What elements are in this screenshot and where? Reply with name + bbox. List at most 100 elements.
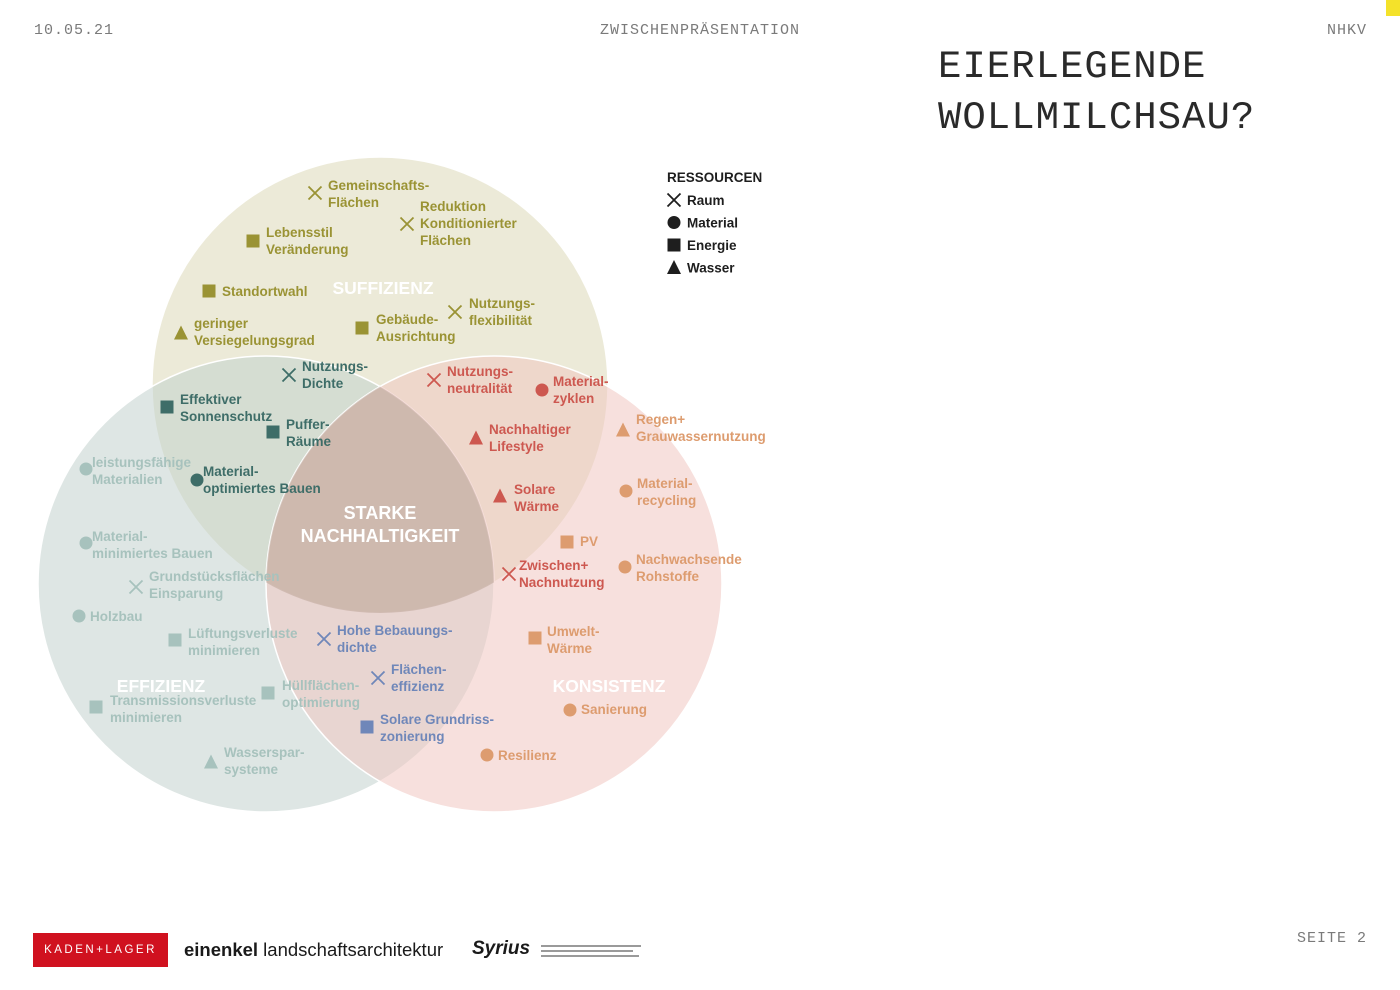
center-label-line-1: STARKE — [344, 503, 417, 523]
diagram-item-label: Ausrichtung — [376, 329, 456, 344]
diagram-item: Hüllflächen-optimierung — [261, 678, 360, 710]
diagram-item-label: Nachhaltiger — [489, 422, 572, 437]
wasser-triangle-icon — [204, 754, 218, 769]
center-label-line-2: NACHHALTIGKEIT — [301, 526, 460, 546]
diagram-item-label: flexibilität — [469, 313, 533, 328]
page-title-line-1: EIERLEGENDE — [938, 45, 1207, 89]
diagram-item-label: Flächen — [420, 233, 471, 248]
header-date: 10.05.21 — [34, 22, 115, 39]
legend-item-label: Raum — [687, 193, 725, 208]
legend-title: RESSOURCEN — [667, 170, 762, 185]
raum-cross-icon — [426, 372, 442, 388]
diagram-item: Hohe Bebauungs-dichte — [316, 623, 453, 655]
circle-label-suffizienz: SUFFIZIENZ — [332, 278, 433, 298]
diagram-item-label: Nachnutzung — [519, 575, 605, 590]
diagram-item-label: leistungsfähige — [92, 455, 192, 470]
legend-item: Wasser — [667, 260, 735, 276]
diagram-item: Nutzungs-flexibilität — [447, 296, 535, 328]
legend-item-label: Wasser — [687, 261, 735, 276]
raum-cross-icon — [501, 566, 517, 582]
diagram-item-label: Regen+ — [636, 412, 685, 427]
circle-konsistenz — [265, 355, 723, 813]
einenkel-logo-bold: einenkel — [184, 939, 259, 960]
diagram-item-label: Einsparung — [149, 586, 223, 601]
diagram-item-label: Puffer- — [286, 417, 330, 432]
raum-cross-icon — [666, 192, 682, 208]
diagram-item-label: Hüllflächen- — [282, 678, 359, 693]
raum-cross-icon — [307, 185, 323, 201]
circle-label-effizienz: EFFIZIENZ — [117, 676, 206, 696]
energie-square-icon — [160, 400, 174, 414]
material-circle-icon — [72, 609, 86, 623]
diagram-item-label: Solare — [514, 482, 556, 497]
diagram-item-label: minimieren — [188, 643, 260, 658]
wasser-triangle-icon — [616, 422, 630, 437]
syrius-logo-subtitle-lines — [541, 945, 641, 960]
material-circle-icon — [619, 484, 633, 498]
diagram-item: PV — [560, 534, 598, 549]
diagram-item-label: Flächen- — [391, 662, 447, 677]
legend-item: Energie — [667, 238, 737, 253]
diagram-item: Material-zyklen — [535, 374, 609, 406]
diagram-item-label: Nutzungs- — [302, 359, 368, 374]
diagram-item-label: Transmissionsverluste — [110, 693, 257, 708]
diagram-item-label: dichte — [337, 640, 377, 655]
raum-cross-icon — [447, 304, 463, 320]
diagram-item-label: Flächen — [328, 195, 379, 210]
einenkel-logo: einenkel landschaftsarchitektur — [184, 939, 443, 961]
diagram-item-label: Grundstücksflächen — [149, 569, 280, 584]
energie-square-icon — [360, 720, 374, 734]
energie-square-icon — [560, 535, 574, 549]
triple-overlap-region — [266, 356, 494, 613]
diagram-item-label: Konditionierter — [420, 216, 517, 231]
diagram-item-label: Effektiver — [180, 392, 242, 407]
diagram-item: Solare Grundriss-zonierung — [360, 712, 494, 744]
diagram-item: Sanierung — [563, 702, 647, 717]
diagram-item: Nutzungs-neutralität — [426, 364, 513, 396]
energie-square-icon — [528, 631, 542, 645]
venn-circles — [37, 156, 723, 813]
diagram-item-label: Holzbau — [90, 609, 143, 624]
diagram-item: Umwelt-Wärme — [528, 624, 600, 656]
diagram-item-label: neutralität — [447, 381, 513, 396]
diagram-item: Gebäude-Ausrichtung — [355, 312, 456, 344]
energie-square-icon — [261, 686, 275, 700]
diagram-item-label: systeme — [224, 762, 279, 777]
diagram-item-label: effizienz — [391, 679, 445, 694]
energie-square-icon — [89, 700, 103, 714]
material-circle-icon — [563, 703, 577, 717]
diagram-item-label: Material- — [203, 464, 259, 479]
corner-accent-mark — [1386, 0, 1400, 16]
diagram-item-label: Material- — [553, 374, 609, 389]
diagram-item-label: Hohe Bebauungs- — [337, 623, 453, 638]
raum-cross-icon — [281, 367, 297, 383]
energie-square-icon — [667, 238, 681, 252]
wasser-triangle-icon — [469, 430, 483, 445]
diagram-item-label: Wärme — [547, 641, 593, 656]
diagram-item-label: Zwischen+ — [519, 558, 589, 573]
diagram-item-label: zyklen — [553, 391, 594, 406]
kaden-lager-logo: KADEN+LAGER — [33, 933, 168, 967]
legend-item: Raum — [666, 192, 725, 208]
diagram-item: Standortwahl — [202, 284, 308, 299]
diagram-item-label: minimieren — [110, 710, 182, 725]
diagram-item-label: Material- — [637, 476, 693, 491]
syrius-logo: Syrius — [472, 938, 531, 959]
energie-square-icon — [246, 234, 260, 248]
material-circle-icon — [480, 748, 494, 762]
diagram-item-label: Räume — [286, 434, 332, 449]
diagram-item-label: Gemeinschafts- — [328, 178, 429, 193]
diagram-item-label: optimierung — [282, 695, 360, 710]
energie-square-icon — [168, 633, 182, 647]
wasser-triangle-icon — [493, 488, 507, 503]
diagram-item-label: Sonnenschutz — [180, 409, 273, 424]
raum-cross-icon — [316, 631, 332, 647]
center-label: STARKE NACHHALTIGKEIT — [301, 503, 460, 546]
diagram-item: Wasserspar-systeme — [204, 745, 305, 777]
